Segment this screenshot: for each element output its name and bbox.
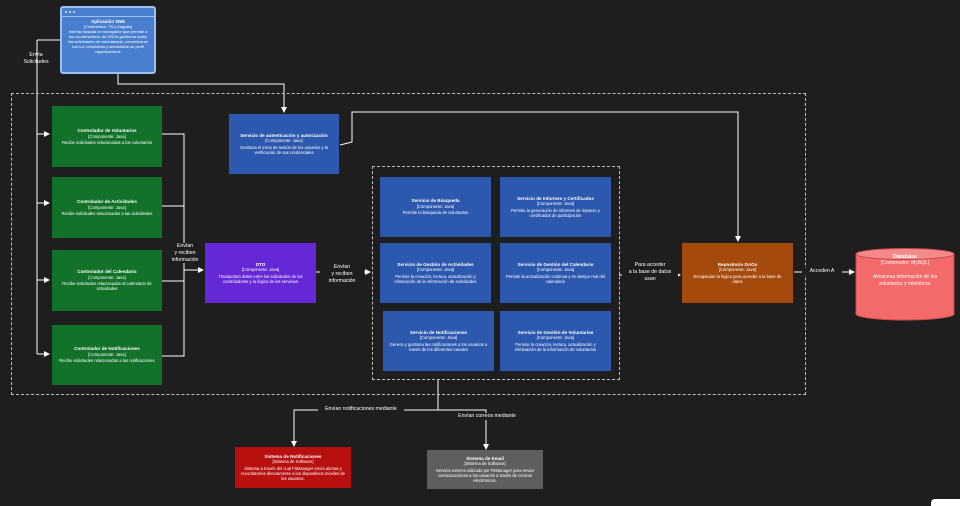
label-envia-solicitudes: Envía Solicitudes — [23, 52, 49, 65]
controller-desc: Recibe solicitudes relacionadas a los vo… — [61, 139, 153, 145]
auth-title: Servicio de autenticación y autorización — [240, 132, 328, 138]
controller-kind: [Componente: Java] — [88, 352, 126, 358]
controller-actividades[interactable]: Controlador de Actividades [Componente: … — [52, 177, 162, 238]
notif-system-desc: Sistema a través del cual FitManager env… — [241, 465, 345, 482]
controller-desc: Recibe solicitudes relacionadas a las no… — [59, 358, 155, 364]
controller-kind: [Componente: Java] — [88, 133, 126, 139]
service-title: Servicio de Búsqueda — [411, 198, 460, 204]
notification-system[interactable]: Sistema de Notificaciones [Sistema de So… — [235, 447, 351, 488]
webapp-title: Aplicación Web — [90, 19, 126, 24]
controller-notificaciones[interactable]: Controlador de Notificaciones [Component… — [52, 325, 162, 385]
controller-title: Controlador del Calendario — [77, 269, 137, 275]
email-system-kind: [Sistema de Software] — [464, 461, 506, 467]
controller-kind: [Componente: Java] — [88, 204, 126, 210]
controller-title: Controlador de Actividades — [77, 198, 137, 204]
repository-daos[interactable]: Repositorio DAOs [Componente: Java] Enca… — [682, 243, 793, 303]
database-title: Database — [893, 254, 917, 260]
notif-system-kind: [Sistema de Software] — [272, 459, 314, 465]
corner-decoration — [931, 499, 960, 506]
service-calendario[interactable]: Servicio de Gestión del Calendario [Comp… — [500, 243, 611, 303]
service-title: Servicio de Notificaciones — [409, 329, 468, 335]
service-voluntarios[interactable]: Servicio de Gestión de Voluntarios [Comp… — [500, 311, 611, 371]
webapp-kind: [Contenedor: TS y Angular] — [83, 24, 133, 29]
dto-component[interactable]: DTO [Componente: Java] Transportan datos… — [205, 243, 316, 303]
controller-kind: [Componente: Java] — [88, 274, 126, 280]
label-para-acceder: Para acceder a la base de datos usan — [622, 262, 678, 283]
service-kind: [Componente: Java] — [416, 267, 455, 273]
controller-desc: Recibe solicitudes relacionadas a las ac… — [61, 210, 153, 216]
service-busqueda[interactable]: Servicio de Búsqueda [Componente: Java] … — [380, 177, 491, 237]
browser-window-icon — [62, 8, 154, 17]
label-notificaciones-mediante: Envían notificaciones mediante — [318, 406, 404, 413]
label-envian-reciben-2: Envían y reciben información — [320, 264, 364, 285]
database-container[interactable]: Database [Contenedor: MySQL] Almacena in… — [855, 248, 955, 322]
service-title: Servicio de Gestión del Calendario — [517, 261, 594, 267]
service-title: Servicio de Informes y Certificados — [517, 195, 594, 201]
auth-kind: [Componente: Java] — [265, 138, 303, 144]
web-application-container[interactable]: Aplicación Web [Contenedor: TS y Angular… — [60, 6, 156, 74]
auth-service[interactable]: Servicio de autenticación y autorización… — [229, 114, 339, 174]
service-desc: Permite la búsqueda de voluntarios — [402, 210, 469, 216]
service-desc: Permite la generación de informes de imp… — [511, 207, 600, 218]
controller-voluntarios[interactable]: Controlador de Voluntarios [Componente: … — [52, 106, 162, 167]
email-system-desc: Servicio externo utilizado por FitManage… — [435, 467, 535, 484]
notif-system-title: Sistema de Notificaciones — [264, 453, 322, 459]
service-informes[interactable]: Servicio de Informes y Certificados [Com… — [500, 177, 611, 237]
dto-kind: [Componente: Java] — [241, 267, 280, 273]
service-kind: [Componente: Java] — [416, 204, 455, 210]
repo-desc: Encapsulan la lógica para acceder a la b… — [693, 273, 782, 284]
repo-title: Repositorio DAOs — [717, 261, 758, 267]
auth-desc: Gestiona el inicio de sesión de los usua… — [240, 144, 328, 155]
service-desc: Permite la actualización continua y en t… — [506, 273, 605, 284]
webapp-desc: Interfaz basada en navegador que permite… — [68, 29, 148, 54]
database-cylinder-icon — [855, 248, 955, 321]
service-kind: [Componente: Java] — [536, 201, 575, 207]
email-system[interactable]: Sistema de Email [Sistema de Software] S… — [427, 450, 543, 489]
dto-title: DTO — [255, 261, 266, 267]
controller-title: Controlador de Voluntarios — [77, 127, 137, 133]
service-desc: Genera y gestiona las notificaciones a l… — [389, 341, 488, 352]
service-title: Servicio de Gestión de Actividades — [397, 261, 474, 267]
label-envian-reciben-1: Envían y reciben información — [165, 243, 205, 264]
controller-title: Controlador de Notificaciones — [74, 346, 140, 352]
controller-calendario[interactable]: Controlador del Calendario [Componente: … — [52, 250, 162, 311]
service-desc: Permite la creación, lectura, actualizac… — [514, 341, 597, 352]
service-actividades[interactable]: Servicio de Gestión de Actividades [Comp… — [380, 243, 491, 303]
email-system-title: Sistema de Email — [466, 455, 504, 461]
application-boundary — [11, 93, 806, 395]
service-title: Servicio de Gestión de Voluntarios — [517, 329, 594, 335]
label-acceden: Acceden A — [802, 268, 842, 275]
service-kind: [Componente: Java] — [419, 335, 458, 341]
service-notificaciones[interactable]: Servicio de Notificaciones [Componente: … — [383, 311, 494, 371]
controller-desc: Recibe solicitudes relacionadas al calen… — [62, 281, 152, 292]
dto-desc: Transportan datos entre las solicitudes … — [218, 273, 303, 284]
database-desc: Almacena información de los voluntarios … — [872, 274, 938, 287]
service-desc: Permite la creación, lectura, actualizac… — [394, 273, 477, 284]
service-kind: [Componente: Java] — [536, 267, 575, 273]
database-kind: [Contenedor: MySQL] — [880, 260, 930, 266]
service-kind: [Componente: Java] — [536, 335, 575, 341]
services-boundary — [372, 166, 620, 380]
repo-kind: [Componente: Java] — [718, 267, 757, 273]
label-correos-mediante: Envían correos mediante — [452, 413, 522, 420]
